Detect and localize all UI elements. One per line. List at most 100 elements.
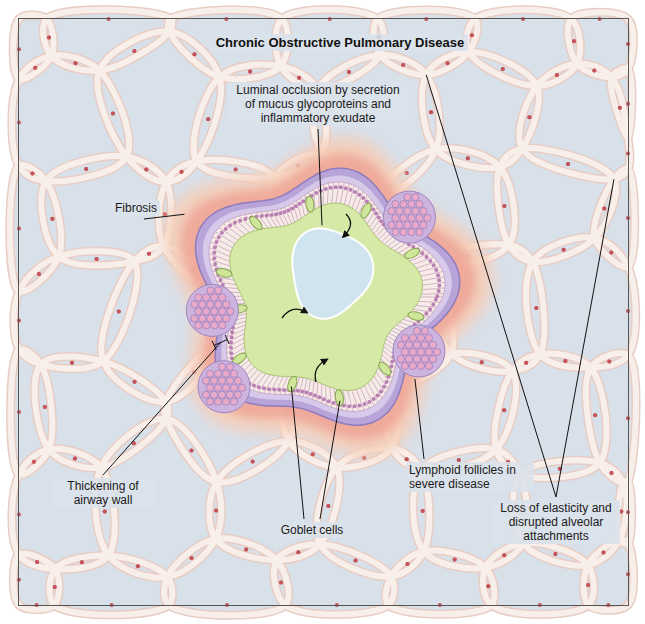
cell-border (227, 343, 244, 353)
lymphocyte (413, 341, 420, 348)
wall-nucleus (111, 112, 115, 116)
callout-label: Lymphoid follicles in severe disease (406, 462, 534, 492)
wall-nucleus (189, 449, 193, 453)
callout-label: Goblet cells (278, 522, 347, 538)
cell-nucleus (270, 213, 274, 217)
wall-nucleus (405, 171, 409, 175)
lymphocyte (191, 301, 198, 308)
wall-nucleus (524, 361, 528, 365)
cell-nucleus (277, 388, 281, 392)
wall-nucleus (234, 167, 238, 171)
cell-nucleus (229, 351, 233, 355)
lymphocyte (416, 229, 423, 236)
callout-label: Fibrosis (112, 200, 160, 216)
lymphocyte (404, 222, 411, 229)
cell-nucleus (357, 193, 361, 197)
wall-nucleus (103, 509, 107, 513)
wall-nucleus (566, 162, 570, 166)
wall-nucleus (501, 67, 505, 71)
lymphocyte (404, 208, 411, 215)
mucus-exudate (230, 203, 423, 390)
wall-nucleus (35, 560, 39, 564)
leader-line (318, 129, 322, 225)
wall-nucleus (501, 67, 505, 71)
lymphoid-follicle (383, 191, 435, 243)
cell-nucleus (267, 387, 271, 391)
lymphocyte (420, 222, 427, 229)
wall-nucleus (189, 556, 193, 560)
wall-nucleus (563, 359, 567, 363)
alveolar-wall (274, 544, 394, 614)
cell-nucleus (348, 188, 352, 192)
wall-nucleus (30, 171, 34, 175)
cell-nucleus (384, 380, 388, 384)
wall-nucleus (405, 171, 409, 175)
wall-nucleus (50, 217, 54, 221)
cell-border (289, 205, 295, 222)
wall-nucleus (117, 309, 121, 313)
cell-border (253, 373, 266, 390)
wall-nucleus (480, 360, 484, 364)
lymphocyte (222, 384, 229, 391)
wall-nucleus (555, 73, 559, 77)
wall-nucleus (534, 306, 538, 310)
cell-border (416, 262, 437, 269)
lymphocyte (425, 362, 432, 369)
wall-nucleus (555, 73, 559, 77)
cell-nucleus (322, 397, 326, 401)
lymphocyte (429, 341, 436, 348)
cell-border (262, 212, 273, 228)
lymphocyte (206, 384, 213, 391)
cell-border (223, 224, 241, 237)
wall-nucleus (47, 35, 51, 39)
lymphocyte (433, 348, 440, 355)
wall-nucleus (602, 207, 606, 211)
cell-nucleus (376, 394, 380, 398)
lymphocyte (214, 398, 221, 405)
wall-nucleus (73, 456, 77, 460)
lymphoid-follicle (186, 284, 238, 336)
cell-nucleus (229, 341, 233, 345)
thickness-bracket (212, 335, 229, 350)
lymphocyte (408, 201, 415, 208)
lymphoid-follicle (198, 361, 250, 413)
lymphocyte (226, 363, 233, 370)
cell-border (374, 376, 386, 394)
cell-nucleus (437, 289, 441, 293)
lymphocyte (223, 315, 230, 322)
wall-nucleus (117, 309, 121, 313)
lymphocyte (207, 315, 214, 322)
cell-border (369, 212, 380, 228)
cell-border (301, 198, 305, 216)
wall-nucleus (244, 548, 248, 552)
wall-nucleus (480, 360, 484, 364)
cell-nucleus (243, 217, 247, 221)
wall-nucleus (607, 359, 611, 363)
lymphocyte (214, 370, 221, 377)
wall-nucleus (189, 449, 193, 453)
wall-nucleus (421, 509, 425, 513)
lymphocyte (215, 301, 222, 308)
lymphocyte (412, 208, 419, 215)
lymphocyte (206, 398, 213, 405)
lymphocyte (417, 334, 424, 341)
leader-line (291, 387, 304, 519)
wall-nucleus (279, 581, 283, 585)
wall-nucleus (296, 550, 300, 554)
cell-border (352, 390, 359, 411)
wall-nucleus (297, 76, 301, 80)
fibrosis-halo (164, 137, 493, 457)
wall-nucleus (607, 359, 611, 363)
cell-border (209, 248, 230, 257)
follicle-body (198, 361, 250, 413)
lymphocyte (222, 370, 229, 377)
lymphocyte (400, 201, 407, 208)
alveolar-wall (483, 543, 594, 614)
leader-line (320, 401, 340, 519)
lymphocyte (388, 222, 395, 229)
alveolar-wall (526, 237, 636, 367)
cell-nucleus (212, 256, 216, 260)
cell-border (215, 232, 235, 244)
cell-nucleus (294, 204, 298, 208)
cell-nucleus (431, 302, 435, 306)
